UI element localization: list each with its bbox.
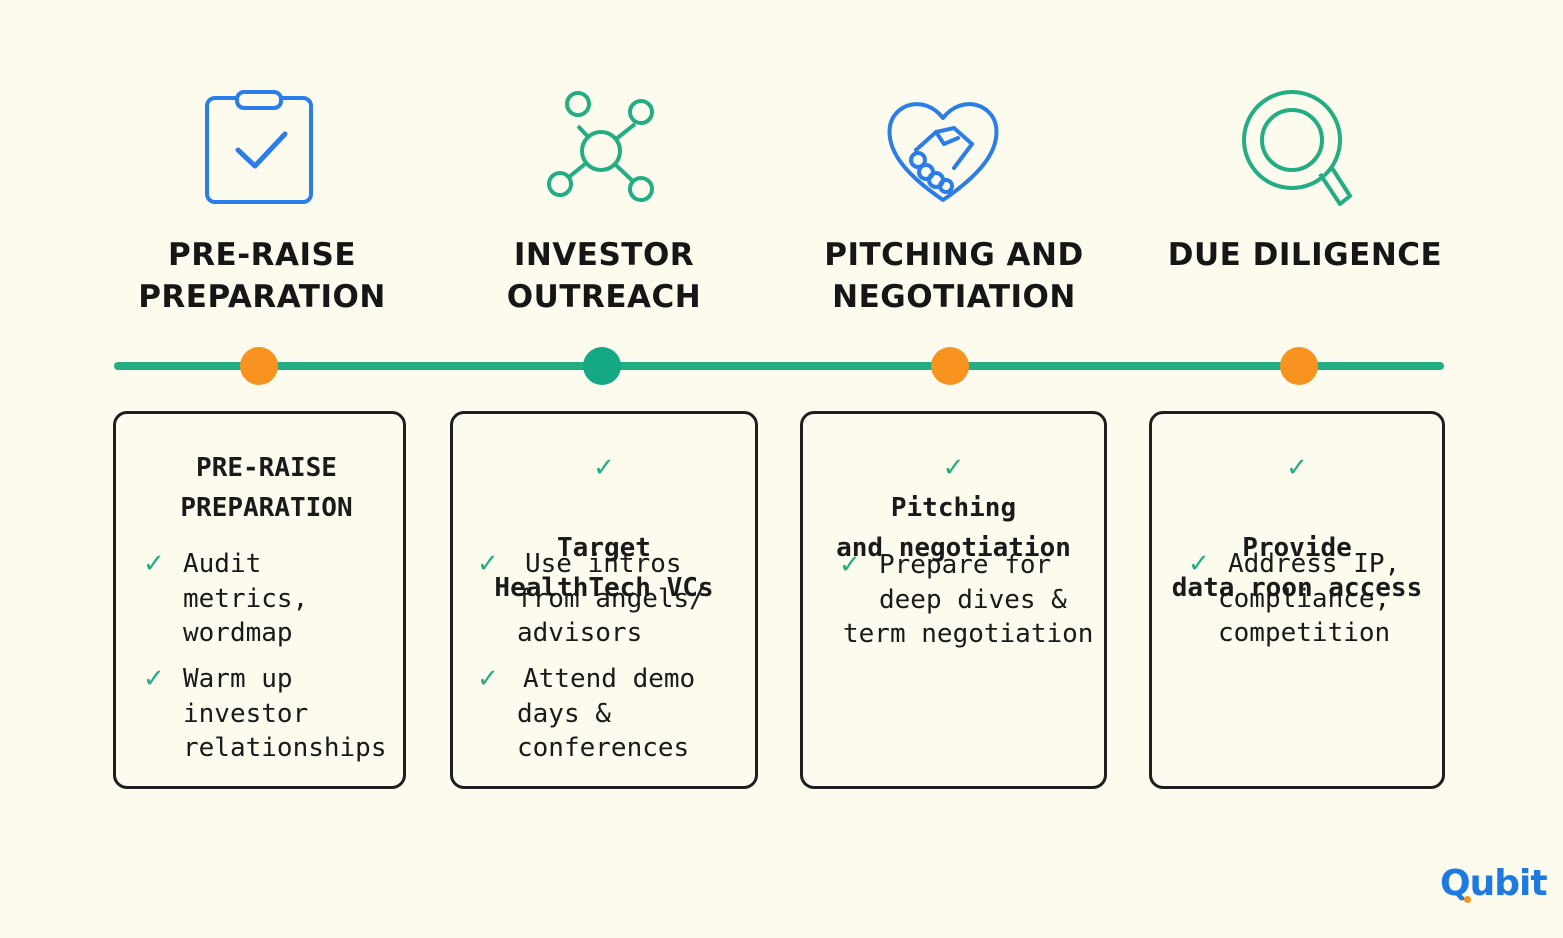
card-bullet: ✓ Warm up investor relationships xyxy=(143,662,387,766)
card-heading-line: PRE-RAISE xyxy=(196,453,337,483)
card-heading-text: Pitching xyxy=(890,493,1017,523)
card-heading-text: Provide xyxy=(1242,533,1352,563)
card-bullet: ✓ Attend demo days & conferences xyxy=(477,662,696,766)
logo-rest: ubit xyxy=(1469,863,1548,904)
bullet-line: Address IP, xyxy=(1228,549,1401,579)
stage-card-investor-outreach: ✓ Target HealthTech VCs ✓ Use intros fro… xyxy=(450,411,758,789)
stage-title-line: DUE DILIGENCE xyxy=(1167,237,1443,273)
bullet-line: competition xyxy=(1218,618,1391,648)
card-heading-line: ✓ Pitching xyxy=(803,448,1104,528)
timeline-dot-1 xyxy=(240,347,278,385)
stage-title-pre-raise: PRE-RAISE PREPARATION xyxy=(92,234,432,318)
stage-card-due-diligence: ✓ Provide data roon access ✓ Address IP,… xyxy=(1149,411,1445,789)
magnifier-icon xyxy=(1236,86,1366,216)
card-bullet: ✓ Use intros from angels/ advisors xyxy=(477,547,705,651)
check-icon: ✓ xyxy=(143,549,165,579)
bullet-line: deep dives & xyxy=(879,584,1067,615)
card-heading: ✓ Target HealthTech VCs xyxy=(453,448,755,608)
card-heading: PRE-RAISE PREPARATION xyxy=(130,448,403,528)
bullet-line: Warm up xyxy=(183,664,293,694)
qubit-logo: Qubit xyxy=(1440,862,1548,906)
bullet-line: Attend demo xyxy=(523,664,696,694)
bullet-line: advisors xyxy=(517,618,643,648)
card-heading-line: PREPARATION xyxy=(180,493,353,523)
check-icon: ✓ xyxy=(839,550,861,580)
heart-handshake-icon xyxy=(878,88,1008,218)
bullet-line: days & xyxy=(517,698,611,729)
card-heading: ✓ Provide data roon access xyxy=(1152,448,1442,608)
network-nodes-icon xyxy=(536,86,666,216)
timeline-dot-4 xyxy=(1280,347,1318,385)
timeline-line xyxy=(114,362,1444,370)
card-bullet: ✓ Audit metrics, wordmap xyxy=(143,547,309,651)
bullet-line: wordmap xyxy=(183,618,293,648)
timeline-dot-2 xyxy=(583,347,621,385)
bullet-line: relationships xyxy=(183,733,387,763)
check-icon: ✓ xyxy=(477,664,499,694)
bullet-line: from angels/ xyxy=(517,583,705,614)
card-heading: ✓ Pitching and negotiation xyxy=(803,448,1104,568)
check-icon: ✓ xyxy=(1286,453,1308,483)
stage-title-line: PREPARATION xyxy=(138,279,386,315)
card-heading-line: data roon access xyxy=(1171,573,1423,603)
stage-title-line: PRE-RAISE xyxy=(167,237,357,273)
bullet-line: Prepare for xyxy=(879,550,1052,580)
bullet-line: Audit xyxy=(183,549,262,579)
bullet-line: investor xyxy=(183,698,309,729)
stage-title-line: OUTREACH xyxy=(506,279,702,315)
card-bullet: ✓ Address IP, compliance, competition xyxy=(1188,547,1401,651)
card-heading-line: ✓ Target xyxy=(453,448,755,568)
bullet-line: conferences xyxy=(517,733,690,763)
check-icon: ✓ xyxy=(942,453,965,483)
card-heading-line: HealthTech VCs xyxy=(494,573,714,603)
bullet-line: metrics, xyxy=(183,583,309,614)
clipboard-check-icon xyxy=(195,88,325,218)
timeline-dot-3 xyxy=(931,347,969,385)
stage-title-investor-outreach: INVESTOR OUTREACH xyxy=(434,234,774,318)
check-icon: ✓ xyxy=(1188,549,1210,579)
stage-card-pitching: ✓ Pitching and negotiation ✓ Prepare for … xyxy=(800,411,1107,789)
card-heading-text: Target xyxy=(557,533,651,563)
stage-title-line: NEGOTIATION xyxy=(832,279,1076,315)
card-heading-line: ✓ Provide xyxy=(1152,448,1442,568)
stage-title-pitching: PITCHING AND NEGOTIATION xyxy=(784,234,1124,318)
stage-title-due-diligence: DUE DILIGENCE xyxy=(1135,234,1475,276)
stage-card-pre-raise: PRE-RAISE PREPARATION ✓ Audit metrics, w… xyxy=(113,411,406,789)
stage-title-line: PITCHING AND xyxy=(824,237,1084,273)
check-icon: ✓ xyxy=(477,549,499,579)
card-heading-line: and negotiation xyxy=(836,533,1071,563)
logo-accent-dot xyxy=(1464,896,1471,903)
check-icon: ✓ xyxy=(143,664,165,694)
check-icon: ✓ xyxy=(593,453,615,483)
stage-title-line: INVESTOR xyxy=(513,237,695,273)
card-bullet: ✓ Prepare for deep dives & term negotiat… xyxy=(839,548,1094,652)
bullet-line: compliance, xyxy=(1218,583,1391,614)
bullet-line: Use intros xyxy=(525,549,682,579)
bullet-line: term negotiation xyxy=(843,619,1094,649)
